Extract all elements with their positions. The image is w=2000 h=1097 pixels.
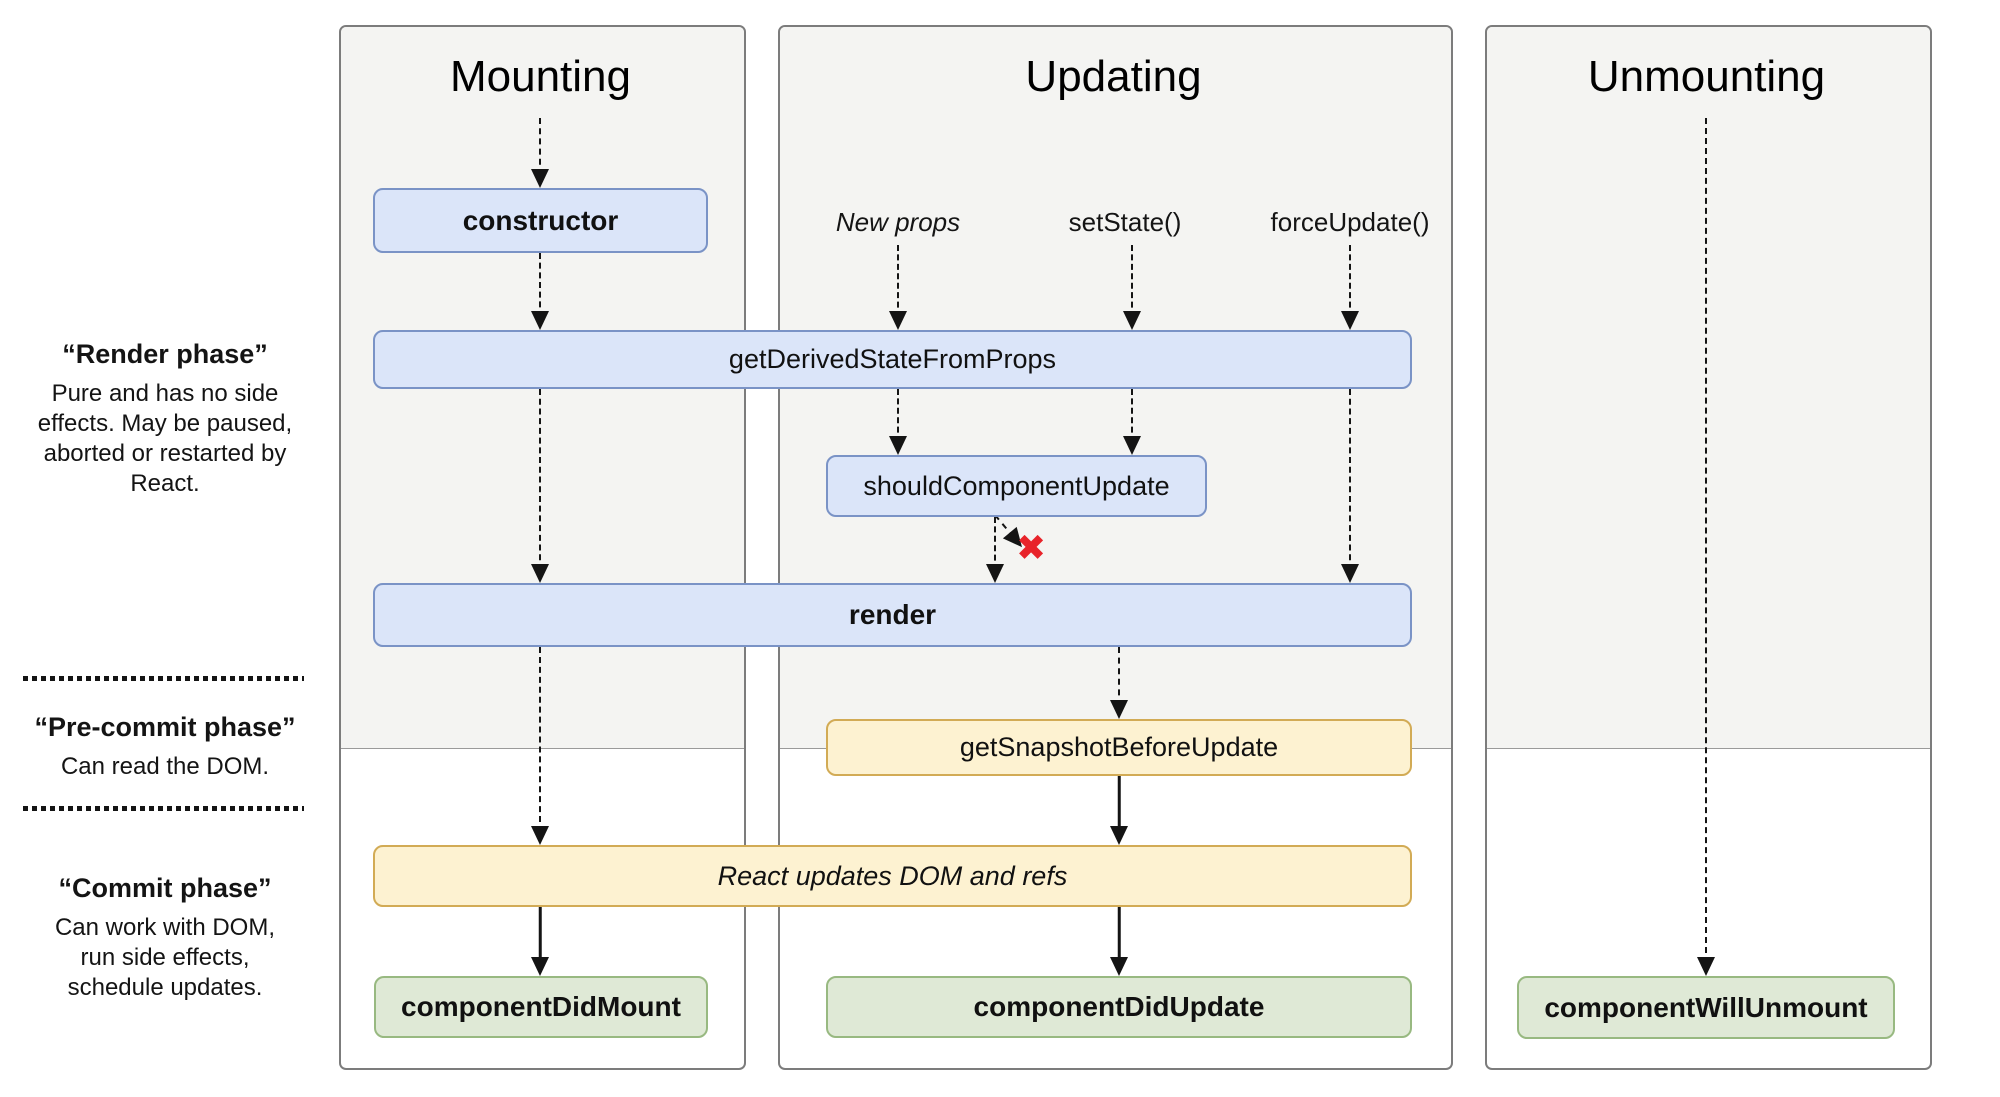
arrow-constructor-to-getderivedstatefromprops — [531, 253, 549, 330]
arrow-reactupdates-to-componentdidupdate — [1110, 907, 1128, 976]
box-render[interactable]: render — [373, 583, 1412, 647]
arrow-getderivedstatefromprops-to-shouldcomponentupdate-right — [1123, 389, 1141, 455]
column-title-mounting: Mounting — [449, 52, 631, 101]
arrow-setstate-to-getderivedstatefromprops — [1123, 245, 1141, 330]
side-label-pre-commit-phase: “Pre-commit phase” Can read the DOM. — [15, 711, 315, 782]
skip-render-x-icon: ✖ — [1016, 527, 1047, 568]
box-constructor[interactable]: constructor — [373, 188, 708, 253]
render-phase-title: “Render phase” — [62, 339, 268, 369]
arrow-render-to-getsnapshotbeforeupdate — [1110, 647, 1128, 719]
box-component-will-unmount[interactable]: componentWillUnmount — [1517, 976, 1895, 1039]
side-label-commit-phase: “Commit phase” Can work with DOM, run si… — [45, 872, 285, 1003]
arrow-mounting-start-to-constructor — [531, 118, 549, 188]
arrow-forceupdate-to-getderivedstatefromprops — [1341, 245, 1359, 330]
trigger-new-props: New props — [835, 207, 961, 237]
arrow-unmounting-to-componentwillunmount — [1697, 118, 1715, 976]
phase-divider — [23, 806, 304, 811]
box-react-updates-dom-and-refs: React updates DOM and refs — [373, 845, 1412, 907]
commit-phase-title: “Commit phase” — [58, 873, 272, 903]
arrow-getderivedstatefromprops-to-shouldcomponentupdate-left — [889, 389, 907, 455]
side-label-render-phase: “Render phase” Pure and has no side effe… — [35, 338, 295, 499]
trigger-set-state[interactable]: setState() — [1068, 207, 1182, 237]
box-component-did-update[interactable]: componentDidUpdate — [826, 976, 1412, 1038]
arrow-reactupdates-to-componentdidmount — [531, 907, 549, 976]
box-should-component-update[interactable]: shouldComponentUpdate — [826, 455, 1207, 517]
render-phase-description: Pure and has no side effects. May be pau… — [37, 380, 293, 497]
commit-phase-description: Can work with DOM, run side effects, sch… — [54, 914, 276, 1001]
pre-commit-phase-description: Can read the DOM. — [60, 753, 270, 780]
trigger-force-update[interactable]: forceUpdate() — [1270, 207, 1430, 237]
arrow-shouldcomponentupdate-to-render — [986, 517, 1004, 583]
render-phase-background — [1487, 27, 1930, 749]
arrow-newprops-to-getderivedstatefromprops — [889, 245, 907, 330]
panel-unmounting — [1485, 25, 1932, 1070]
box-get-derived-state-from-props[interactable]: getDerivedStateFromProps — [373, 330, 1412, 389]
arrow-getderivedstatefromprops-to-render-mounting — [531, 389, 549, 583]
column-title-unmounting: Unmounting — [1587, 52, 1826, 101]
box-get-snapshot-before-update[interactable]: getSnapshotBeforeUpdate — [826, 719, 1412, 776]
arrow-forceupdate-bypass-to-render — [1341, 389, 1359, 583]
arrow-render-to-reactupdates-mounting — [531, 647, 549, 845]
box-component-did-mount[interactable]: componentDidMount — [374, 976, 708, 1038]
arrow-getsnapshotbeforeupdate-to-reactupdates — [1110, 775, 1128, 845]
pre-commit-phase-title: “Pre-commit phase” — [34, 712, 296, 742]
phase-divider — [23, 676, 304, 681]
column-title-updating: Updating — [1025, 52, 1202, 101]
